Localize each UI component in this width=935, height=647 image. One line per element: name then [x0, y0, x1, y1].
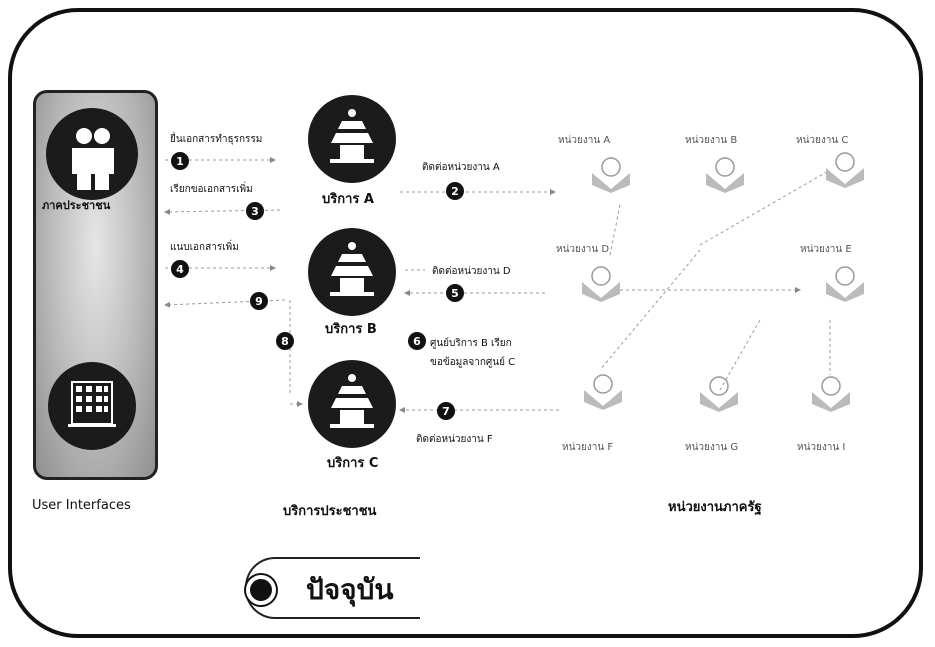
- government-agencies-label: หน่วยงานภาครัฐ: [668, 500, 762, 515]
- agency-i-icon: [808, 374, 854, 414]
- badge-bullet-icon: [246, 575, 276, 605]
- service-c-icon: [308, 360, 396, 448]
- step-1-marker: 1: [171, 152, 189, 170]
- step-6-label-line2: ขอข้อมูลจากศูนย์ C: [430, 357, 516, 368]
- agency-b-label: หน่วยงาน B: [685, 135, 738, 146]
- step-4-marker: 4: [171, 260, 189, 278]
- step-2-label: ติดต่อหน่วยงาน A: [422, 162, 500, 173]
- step-9-marker: 9: [250, 292, 268, 310]
- building-icon: [48, 362, 136, 450]
- step-5-marker: 5: [446, 284, 464, 302]
- service-b-label: บริการ B: [325, 322, 377, 337]
- agency-f-icon: [580, 372, 626, 412]
- step-5-label: ติดต่อหน่วยงาน D: [432, 266, 511, 277]
- diagram-frame: [8, 8, 923, 638]
- service-a-label: บริการ A: [322, 192, 374, 207]
- public-services-label: บริการประชาชน: [283, 504, 377, 519]
- agency-g-icon: [696, 374, 742, 414]
- service-b-icon: [308, 228, 396, 316]
- agency-c-label: หน่วยงาน C: [796, 135, 849, 146]
- agency-a-label: หน่วยงาน A: [558, 135, 611, 146]
- step-7-marker: 7: [437, 402, 455, 420]
- step-8-marker: 8: [276, 332, 294, 350]
- step-3-label: เรียกขอเอกสารเพิ่ม: [170, 184, 253, 195]
- step-3-marker: 3: [246, 202, 264, 220]
- step-6-marker: 6: [408, 332, 426, 350]
- agency-c-icon: [822, 150, 868, 190]
- citizen-icon: [46, 108, 138, 200]
- agency-f-label: หน่วยงาน F: [562, 442, 614, 453]
- agency-b-icon: [702, 155, 748, 195]
- step-4-label: แนบเอกสารเพิ่ม: [170, 242, 239, 253]
- service-c-label: บริการ C: [327, 456, 379, 471]
- citizen-label: ภาคประชาชน: [42, 199, 111, 212]
- step-1-label: ยื่นเอกสารทำธุรกรรม: [170, 134, 263, 145]
- user-interfaces-label: User Interfaces: [32, 498, 131, 513]
- step-7-label: ติดต่อหน่วยงาน F: [416, 434, 493, 445]
- agency-d-icon: [578, 264, 624, 304]
- current-state-label: ปัจจุบัน: [306, 573, 394, 606]
- service-a-icon: [308, 95, 396, 183]
- step-6-label: ศูนย์บริการ B เรียก: [430, 338, 512, 349]
- agency-d-label: หน่วยงาน D: [556, 244, 610, 255]
- agency-e-icon: [822, 264, 868, 304]
- step-2-marker: 2: [446, 182, 464, 200]
- agency-e-label: หน่วยงาน E: [800, 244, 852, 255]
- agency-i-label: หน่วยงาน I: [797, 442, 846, 453]
- agency-g-label: หน่วยงาน G: [685, 442, 739, 453]
- agency-a-icon: [588, 155, 634, 195]
